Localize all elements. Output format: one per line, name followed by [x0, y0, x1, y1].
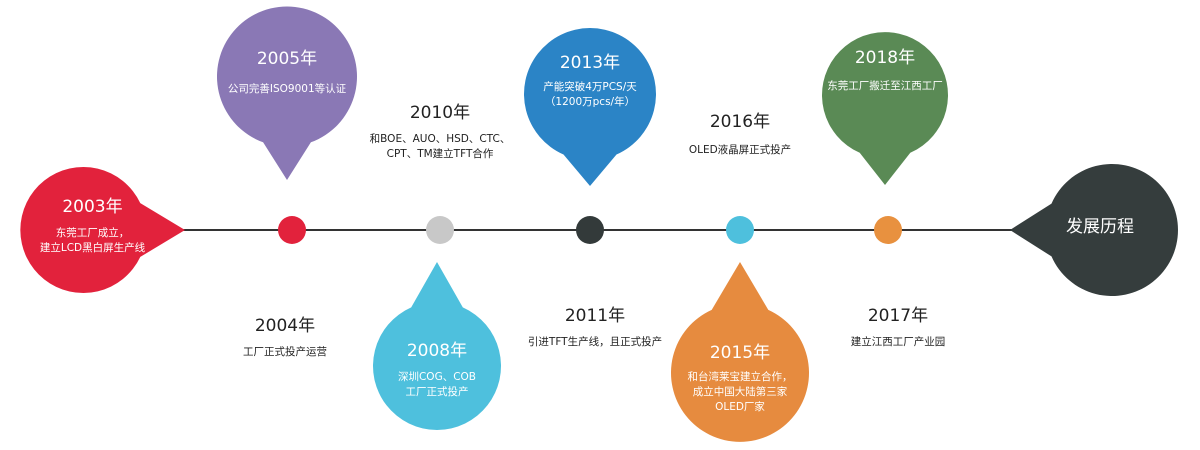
dot-2004: [278, 216, 306, 244]
event-year: 2013年: [559, 53, 621, 73]
event-desc: 和BOE、AUO、HSD、CTC、 CPT、TM建立TFT合作: [369, 133, 511, 160]
diagram-title: 发展历程: [1066, 217, 1134, 237]
event-year: 2004年: [254, 316, 316, 336]
event-2013: 2013年 产能突破4万PCS/天 （1200万pcs/年）: [520, 52, 660, 110]
event-2018: 2018年 东莞工厂搬迁至江西工厂: [815, 47, 955, 94]
dot-2017: [874, 216, 902, 244]
event-year: 2003年: [62, 197, 123, 217]
event-desc: 深圳COG、COB 工厂正式投产: [397, 371, 477, 398]
event-year: 2011年: [564, 306, 626, 326]
event-2005: 2005年 公司完善ISO9001等认证: [217, 48, 357, 97]
event-desc: OLED液晶屏正式投产: [688, 144, 792, 156]
event-desc: 东莞工厂成立， 建立LCD黑白屏生产线: [39, 227, 146, 254]
event-year: 2016年: [709, 112, 771, 132]
bubble-2015: [671, 262, 810, 442]
event-2017: 2017年 建立江西工厂产业园: [813, 305, 983, 350]
event-desc: 公司完善ISO9001等认证: [227, 83, 347, 95]
dot-2016: [726, 216, 754, 244]
event-year: 2017年: [867, 306, 929, 326]
bubble-2013: [524, 28, 657, 187]
event-2008: 2008年 深圳COG、COB 工厂正式投产: [377, 340, 497, 400]
bubble-2003: [20, 167, 185, 293]
event-desc: 引进TFT生产线，且正式投产: [527, 336, 663, 348]
event-2004: 2004年 工厂正式投产运营: [205, 315, 365, 360]
event-desc: 产能突破4万PCS/天 （1200万pcs/年）: [543, 81, 637, 108]
bubble-2005: [217, 6, 358, 181]
dot-2011: [576, 216, 604, 244]
bubble-2018: [822, 32, 948, 186]
bubble-2008: [372, 262, 501, 430]
event-desc: 东莞工厂搬迁至江西工厂: [827, 80, 943, 92]
event-2003: 2003年 东莞工厂成立， 建立LCD黑白屏生产线: [30, 196, 155, 256]
event-2010: 2010年 和BOE、AUO、HSD、CTC、 CPT、TM建立TFT合作: [350, 102, 530, 162]
event-2011: 2011年 引进TFT生产线，且正式投产: [505, 305, 685, 350]
event-year: 2018年: [854, 48, 916, 68]
event-desc: 和台湾莱宝建立合作， 成立中国大陆第三家 OLED厂家: [687, 371, 793, 413]
event-desc: 建立江西工厂产业园: [850, 336, 946, 348]
event-year: 2008年: [406, 341, 468, 361]
event-2015: 2015年 和台湾莱宝建立合作， 成立中国大陆第三家 OLED厂家: [675, 342, 805, 415]
dot-2010: [426, 216, 454, 244]
event-year: 2010年: [409, 103, 471, 123]
event-year: 2015年: [709, 343, 771, 363]
event-desc: 工厂正式投产运营: [243, 346, 327, 358]
event-year: 2005年: [256, 49, 318, 69]
event-2016: 2016年 OLED液晶屏正式投产: [655, 111, 825, 158]
title-bubble: [1010, 164, 1178, 296]
